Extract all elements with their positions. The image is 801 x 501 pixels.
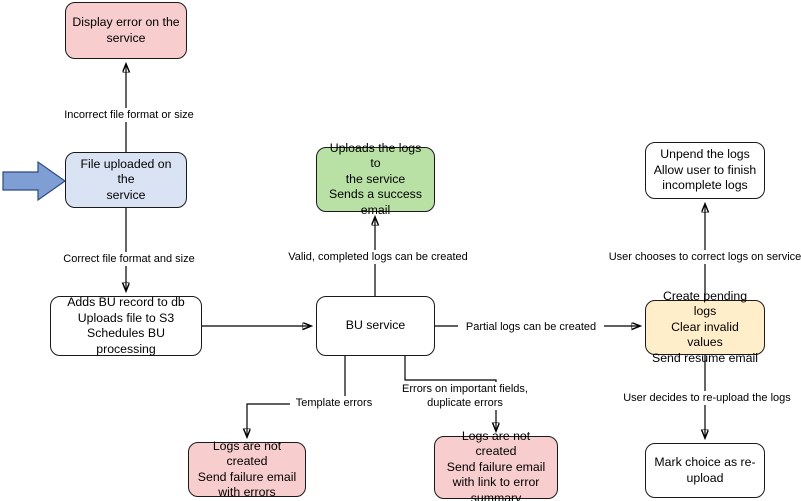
node-logs-not-created-template-errors[interactable]: Logs are not created Send failure email …	[188, 439, 306, 499]
node-mark-choice-as-reupload[interactable]: Mark choice as re- upload	[645, 443, 765, 498]
edge-label-user-chooses-to-correct-logs: User chooses to correct logs on service	[606, 250, 801, 264]
node-unpend-the-logs[interactable]: Unpend the logs Allow user to finish inc…	[645, 142, 765, 199]
edge-label-template-errors: Template errors	[290, 396, 378, 410]
edge-label-user-decides-to-reupload: User decides to re-upload the logs	[619, 391, 795, 405]
edge-label-errors-on-important-fields: Errors on important fields, duplicate er…	[394, 382, 536, 410]
node-create-pending-logs[interactable]: Create pending logs Clear invalid values…	[645, 289, 765, 365]
edge-label-partial-logs: Partial logs can be created	[458, 320, 604, 334]
edge-label-incorrect-file-format: Incorrect file format or size	[54, 108, 204, 122]
node-adds-bu-record[interactable]: Adds BU record to db Uploads file to S3 …	[50, 295, 202, 356]
edge-label-correct-file-format: Correct file format and size	[56, 252, 202, 266]
node-uploads-the-logs[interactable]: Uploads the logs to the service Sends a …	[316, 141, 435, 217]
node-file-uploaded-on-the-service[interactable]: File uploaded on the service	[65, 152, 187, 208]
node-bu-service[interactable]: BU service	[316, 296, 435, 356]
node-logs-not-created-error-summary[interactable]: Logs are not created Send failure email …	[434, 429, 558, 501]
entry-arrow-icon	[2, 160, 67, 202]
edge-label-valid-completed-logs: Valid, completed logs can be created	[283, 250, 473, 264]
node-display-error[interactable]: Display error on the service	[65, 2, 187, 59]
